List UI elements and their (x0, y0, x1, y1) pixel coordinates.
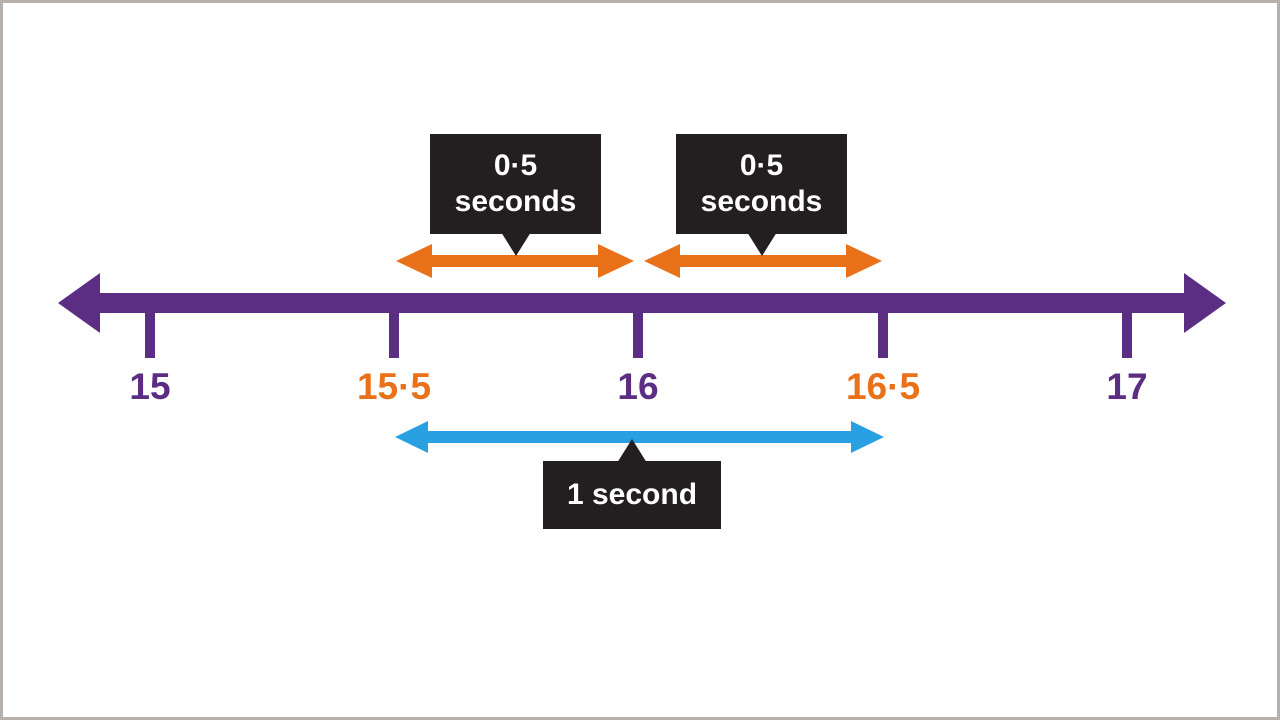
tick-label-15: 15 (129, 366, 171, 407)
half-second-right-callout-value: 0·5 (739, 149, 784, 182)
tick-label-16-5: 16·5 (845, 366, 921, 407)
half-second-right-arrow-west-head (644, 244, 680, 278)
half-second-left-arrow-east-head (598, 244, 634, 278)
tick-15 (145, 298, 155, 358)
tick-15-5 (389, 298, 399, 358)
tick-label-16: 16 (617, 366, 659, 407)
half-second-left-callout-value: 0·5 (493, 149, 538, 182)
half-second-left-callout-tail (501, 232, 531, 256)
half-second-left-arrow-west-head (396, 244, 432, 278)
number-line-right-arrowhead (1184, 273, 1226, 333)
one-second-callout-label: 1 second (566, 478, 698, 511)
half-second-left-callout-unit: seconds (454, 185, 577, 218)
number-line-left-arrowhead (58, 273, 100, 333)
tick-label-17: 17 (1106, 366, 1148, 407)
tick-16 (633, 298, 643, 358)
tick-17 (1122, 298, 1132, 358)
one-second-arrow-shaft (421, 431, 859, 443)
half-second-right-arrow-east-head (846, 244, 882, 278)
one-second-arrow-west-head (395, 421, 428, 453)
half-second-left-callout: 0·5 seconds (430, 134, 601, 234)
one-second-arrow-east-head (851, 421, 884, 453)
half-second-right-callout-unit: seconds (700, 185, 823, 218)
tick-16-5 (878, 298, 888, 358)
tick-label-15-5: 15·5 (356, 366, 432, 407)
one-second-callout-tail (617, 439, 647, 463)
half-second-right-callout: 0·5 seconds (676, 134, 847, 234)
half-second-right-arrow-shaft (672, 255, 854, 267)
half-second-right-callout-tail (747, 232, 777, 256)
half-second-left-arrow-shaft (424, 255, 606, 267)
one-second-callout: 1 second (543, 461, 721, 529)
